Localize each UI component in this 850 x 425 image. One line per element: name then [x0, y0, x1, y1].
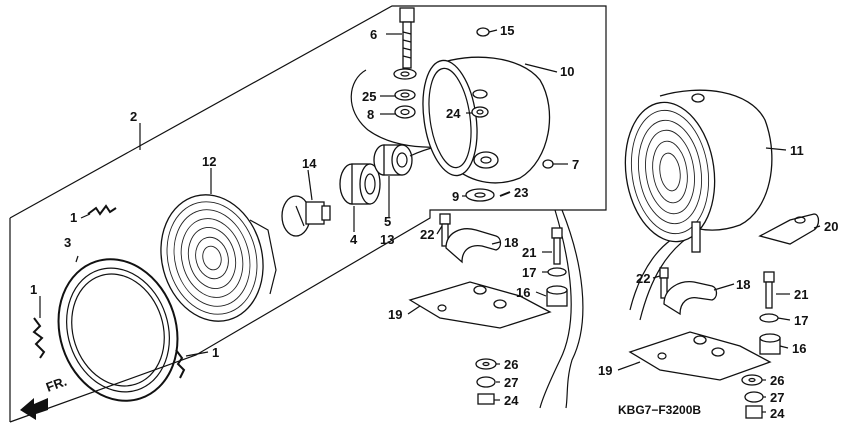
- callout-27b: 27: [770, 390, 784, 405]
- callout-5: 5: [384, 214, 391, 229]
- bulb-socket: [339, 163, 381, 205]
- callout-27a: 27: [504, 375, 518, 390]
- callout-22a: 22: [420, 227, 434, 242]
- callout-21b: 21: [794, 287, 808, 302]
- bulb: [281, 195, 331, 237]
- callout-1c: 1: [212, 345, 219, 360]
- callout-16b: 16: [792, 341, 806, 356]
- callout-26b: 26: [770, 373, 784, 388]
- headlight-unit: [160, 194, 277, 322]
- socket-grommet: [373, 144, 413, 176]
- callout-12: 12: [202, 154, 216, 169]
- front-label: FR.: [44, 374, 69, 395]
- callout-1b: 1: [30, 282, 37, 297]
- callout-8: 8: [367, 107, 374, 122]
- headlight-case: [422, 27, 554, 202]
- front-direction-arrow: FR.: [20, 374, 69, 420]
- callout-24c: 24: [770, 406, 785, 421]
- callout-1a: 1: [70, 210, 77, 225]
- callout-17b: 17: [794, 313, 808, 328]
- callout-22b: 22: [636, 271, 650, 286]
- callout-19b: 19: [598, 363, 612, 378]
- callout-14: 14: [302, 156, 317, 171]
- headlight-assembly-right: [624, 89, 773, 253]
- leader-lines: [39, 29, 821, 413]
- callout-3: 3: [64, 235, 71, 250]
- callout-2: 2: [130, 109, 137, 124]
- callout-6: 6: [370, 27, 377, 42]
- callout-17a: 17: [522, 265, 536, 280]
- callout-13: 13: [380, 232, 394, 247]
- callout-11: 11: [790, 143, 804, 158]
- callout-9: 9: [452, 189, 459, 204]
- callout-20: 20: [824, 219, 838, 234]
- callout-10: 10: [560, 64, 574, 79]
- callout-18a: 18: [504, 235, 518, 250]
- diagram-code: KBG7−F3200B: [618, 403, 701, 417]
- callout-18b: 18: [736, 277, 750, 292]
- callout-15: 15: [500, 23, 514, 38]
- callout-24: 24: [446, 106, 461, 121]
- callout-7: 7: [572, 157, 579, 172]
- callout-4: 4: [350, 232, 358, 247]
- callout-23: 23: [514, 185, 528, 200]
- callout-21a: 21: [522, 245, 536, 260]
- bracket-assembly-right: [628, 213, 820, 381]
- headlight-rim: [57, 258, 179, 402]
- callouts: 6 15 10 25 8 24 7 9 23 2 12 14 1 3 1 1 4…: [30, 23, 838, 421]
- bracket-assembly-left: [408, 213, 568, 329]
- callout-26a: 26: [504, 357, 518, 372]
- washer-nut-stack-right: [741, 374, 764, 419]
- washer-nut-stack-left: [475, 358, 497, 405]
- clip-spring: [32, 204, 186, 379]
- callout-16a: 16: [516, 285, 530, 300]
- callout-24b: 24: [504, 393, 519, 408]
- mounting-bolt: [393, 7, 417, 119]
- assembly-boundary: [9, 5, 607, 423]
- callout-25: 25: [362, 89, 376, 104]
- callout-19a: 19: [388, 307, 402, 322]
